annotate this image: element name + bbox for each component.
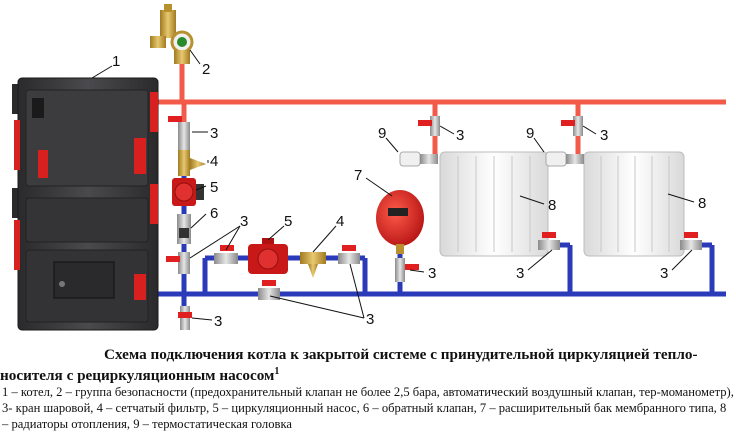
label-3-valve-c: 3 bbox=[366, 311, 374, 328]
label-3-valve-i: 3 bbox=[660, 265, 668, 282]
boiler bbox=[12, 77, 159, 331]
label-3-valve-d: 3 bbox=[214, 313, 222, 330]
label-6-check-valve: 6 bbox=[210, 205, 218, 222]
label-3-valve-b: 3 bbox=[240, 213, 248, 230]
label-3-valve-g: 3 bbox=[516, 265, 524, 282]
ball-valve-bypass-right bbox=[338, 245, 360, 264]
caption-footnote-mark: 1 bbox=[274, 366, 280, 377]
filter-boiler bbox=[178, 150, 206, 176]
radiator-2 bbox=[583, 151, 685, 257]
radiator-1 bbox=[439, 151, 549, 257]
caption: Схема подключения котла к закрытой систе… bbox=[0, 346, 736, 432]
filter-bypass bbox=[300, 252, 326, 278]
ball-valve-rad1-top bbox=[418, 116, 440, 136]
label-4-filter-b: 4 bbox=[336, 213, 344, 230]
label-3-valve-f: 3 bbox=[456, 127, 464, 144]
label-7-expansion-tank: 7 bbox=[354, 167, 362, 184]
heating-diagram: 1 2 3 4 5 6 3 5 4 3 3 7 3 9 3 8 3 9 3 8 … bbox=[12, 4, 726, 331]
thermo-head-1 bbox=[399, 151, 438, 167]
label-2-safety-group: 2 bbox=[202, 61, 210, 78]
label-3-valve-h: 3 bbox=[600, 127, 608, 144]
ball-valve-rad2-top bbox=[561, 116, 583, 136]
pump-bypass bbox=[248, 238, 288, 274]
label-9-thermo-b: 9 bbox=[526, 125, 534, 142]
expansion-tank bbox=[376, 190, 424, 254]
caption-title-line1: Схема подключения котла к закрытой систе… bbox=[104, 346, 698, 363]
label-4-filter-a: 4 bbox=[210, 153, 218, 170]
caption-title-line2: носителя с рециркуляционным насосом1 bbox=[0, 363, 736, 384]
label-8-radiator-a: 8 bbox=[548, 197, 556, 214]
supply-pipes bbox=[156, 60, 726, 160]
ball-valve-drain bbox=[178, 306, 192, 330]
label-1-boiler: 1 bbox=[112, 53, 120, 70]
caption-title-line2-text: носителя с рециркуляционным насосом bbox=[0, 367, 275, 385]
ball-valve-bypass-left bbox=[214, 245, 238, 264]
label-8-radiator-b: 8 bbox=[698, 195, 706, 212]
safety-group bbox=[150, 4, 194, 64]
pump-boiler bbox=[172, 178, 204, 206]
ball-valve-bottom-line bbox=[258, 280, 280, 300]
label-5-pump-b: 5 bbox=[284, 213, 292, 230]
ball-valve-rad2-bottom bbox=[680, 232, 702, 250]
ball-valve-supply-boiler bbox=[168, 116, 190, 152]
label-5-pump-a: 5 bbox=[210, 179, 218, 196]
label-3-valve-a: 3 bbox=[210, 125, 218, 142]
ball-valve-return-boiler bbox=[166, 252, 190, 274]
caption-legend: 1 – котел, 2 – группа безопасности (пред… bbox=[2, 385, 734, 432]
ball-valve-tank bbox=[395, 258, 419, 282]
thermo-head-2 bbox=[545, 151, 584, 167]
label-9-thermo-a: 9 bbox=[378, 125, 386, 142]
ball-valve-rad1-bottom bbox=[538, 232, 560, 250]
leader-lines bbox=[91, 49, 695, 321]
check-valve bbox=[177, 214, 191, 244]
label-3-valve-e: 3 bbox=[428, 265, 436, 282]
caption-title: Схема подключения котла к закрытой систе… bbox=[0, 346, 736, 384]
